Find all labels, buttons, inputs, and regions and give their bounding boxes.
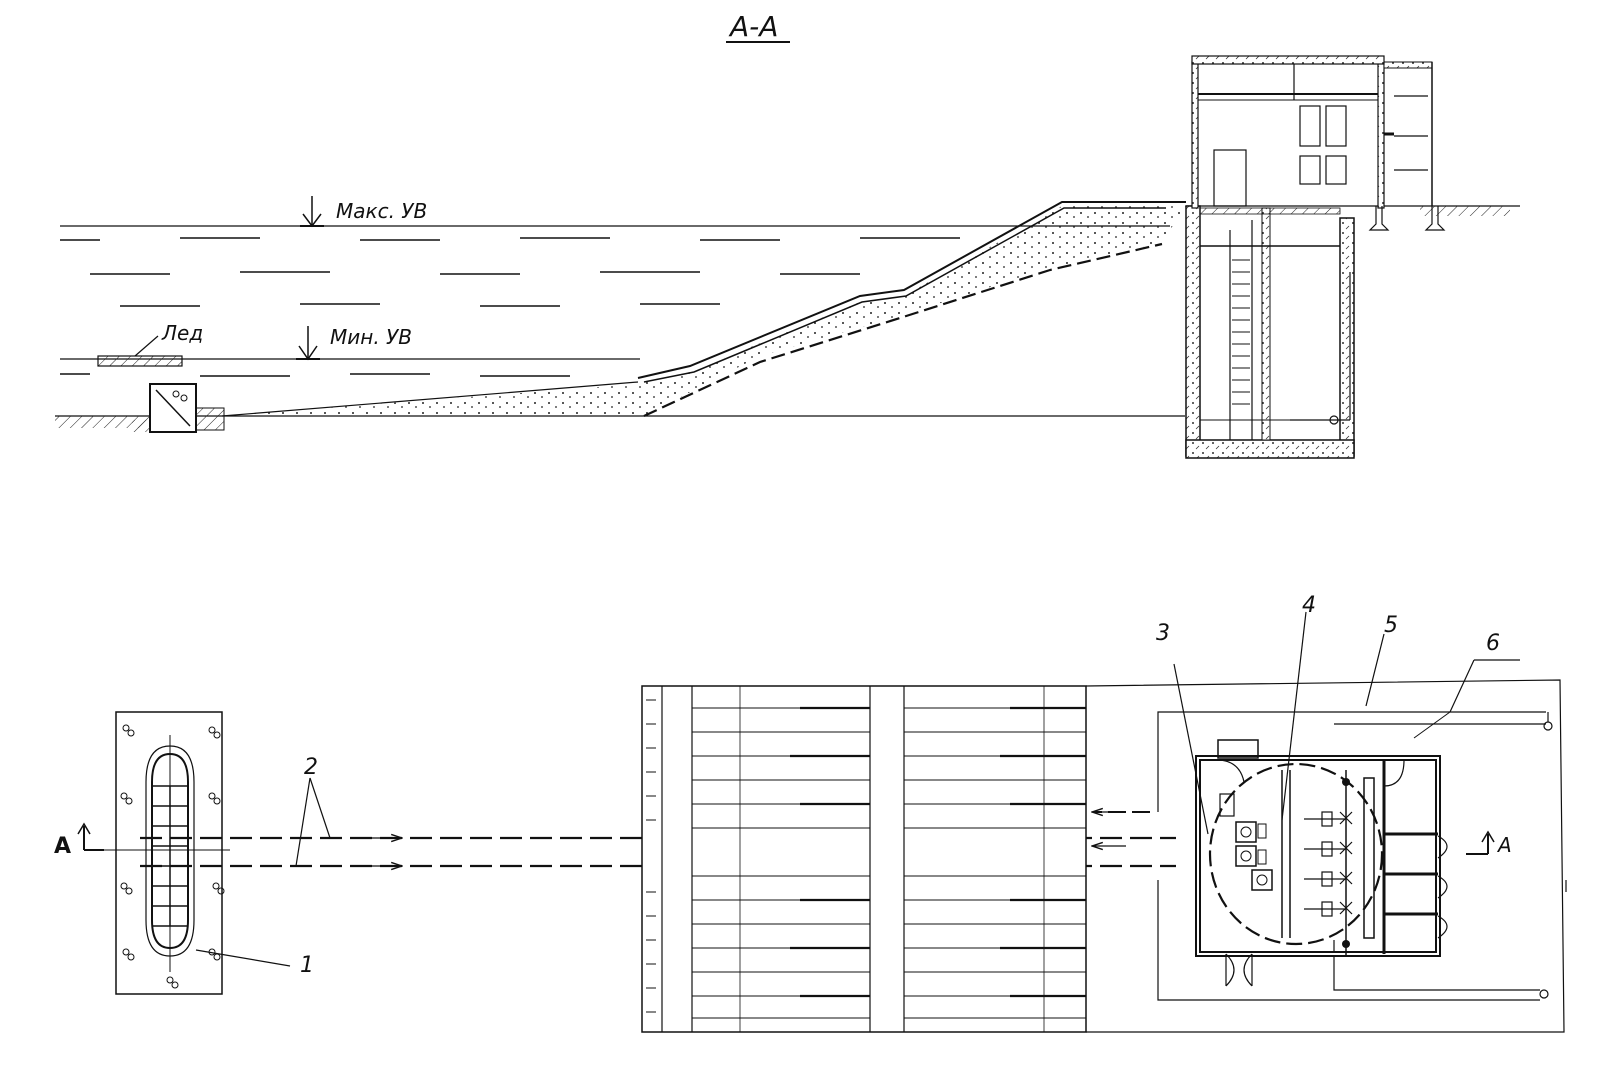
max-level-label: Макс. УВ	[336, 199, 427, 223]
water-dashes-lower	[60, 373, 570, 377]
intake-head-plan	[96, 711, 230, 995]
max-level-marker: Макс. УВ	[300, 196, 427, 228]
pressure-lines	[1157, 711, 1553, 1001]
min-level-marker: Мин. УВ	[296, 325, 412, 361]
embankment-edge-ticks	[646, 699, 656, 1013]
embankment-fill	[222, 206, 1186, 416]
embankment-slope-marks	[790, 706, 1086, 998]
ice-label: Лед	[161, 321, 203, 345]
embankment-hatch-lines	[692, 707, 1086, 1019]
callout-4-label: 4	[1302, 593, 1316, 618]
embankment-plan	[641, 685, 1087, 1033]
site-boundary	[1085, 679, 1565, 1033]
section-mark-left-text: А	[54, 834, 71, 859]
shaft-outline	[1208, 762, 1384, 946]
plan-view: А	[54, 593, 1567, 1033]
ladder-rungs	[1232, 259, 1250, 405]
callout-6: 6	[1413, 631, 1520, 739]
callout-5: 5	[1365, 613, 1398, 707]
section-mark-right-text: А	[1496, 833, 1512, 857]
callout-1-label: 1	[300, 953, 314, 978]
section-mark-right: А	[1466, 830, 1512, 857]
anchor-blocks	[120, 724, 225, 989]
section-title: А-А	[726, 10, 790, 43]
callout-6-label: 6	[1486, 631, 1500, 656]
pipeline-buried	[643, 242, 1163, 417]
min-level-label: Мин. УВ	[330, 325, 412, 349]
callout-5-label: 5	[1384, 613, 1398, 638]
intake-head	[132, 383, 225, 433]
elevation-section: Макс. УВ Мин. УВ Лед	[55, 55, 1520, 459]
section-mark-left: А	[54, 822, 104, 859]
callout-2-label: 2	[304, 755, 318, 780]
callout-2: 2	[295, 755, 331, 867]
callout-4: 4	[1281, 593, 1316, 821]
section-title-text: А-А	[728, 10, 778, 43]
embankment-slope	[637, 201, 1186, 379]
valve-manifold	[1304, 811, 1353, 917]
callout-3-label: 3	[1156, 621, 1170, 646]
water-dashes-upper	[60, 237, 960, 307]
pump-station-plan: А	[1195, 739, 1567, 987]
callout-1: 1	[195, 949, 314, 978]
callout-3: 3	[1156, 621, 1209, 835]
ice-layer: Лед	[97, 321, 203, 367]
pump-station-section	[1185, 55, 1520, 459]
